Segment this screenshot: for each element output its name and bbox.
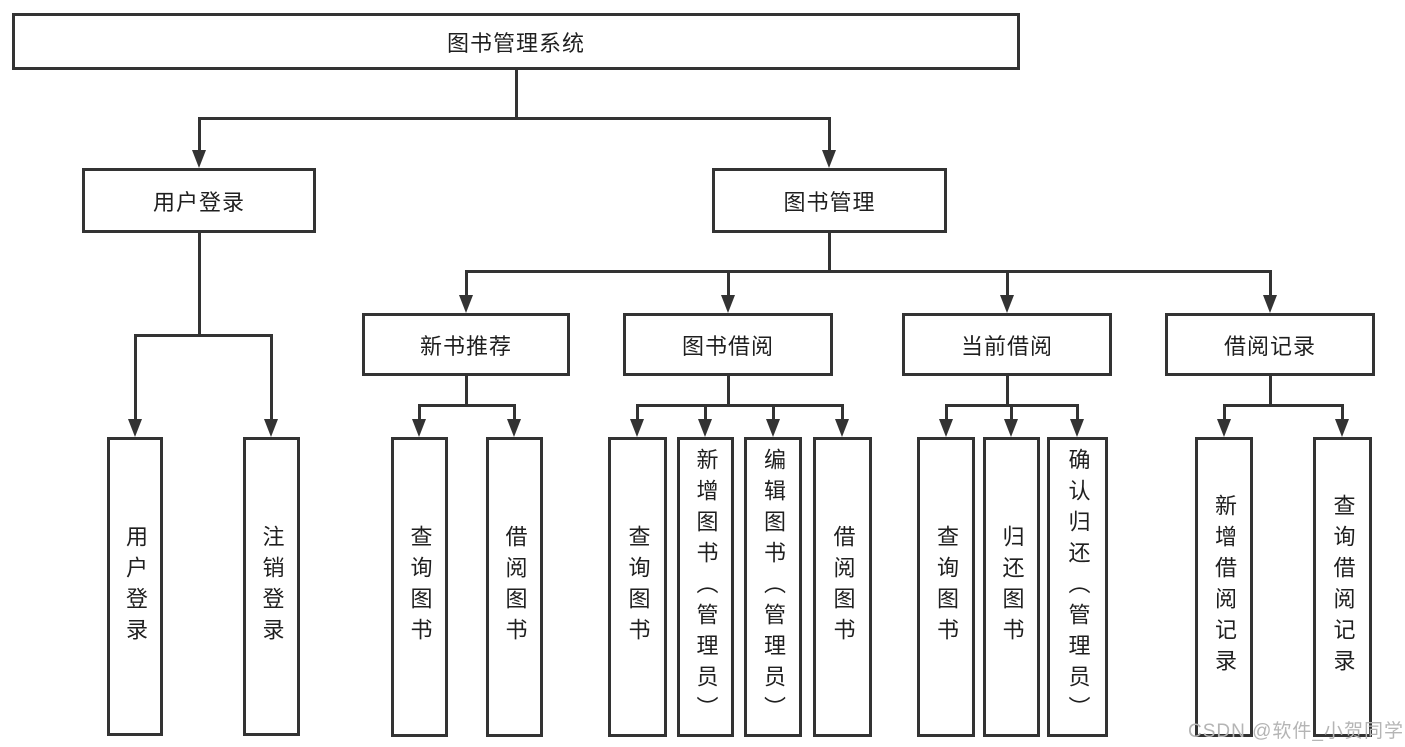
node-book-borrowing-label: 图书借阅 [681, 333, 774, 359]
arrowhead-down-icon [264, 419, 278, 437]
connector-drop-leaf [1341, 404, 1344, 421]
node-leaf-query-books-1-label: 查询图书 [407, 525, 433, 649]
connector-new-book-rail [418, 404, 515, 407]
node-current-borrowing: 当前借阅 [902, 313, 1112, 376]
node-leaf-query-books-1: 查询图书 [391, 437, 448, 737]
node-leaf-query-books-3: 查询图书 [917, 437, 975, 737]
connector-book-borrow-stem [727, 376, 730, 407]
arrowhead-down-icon [822, 150, 836, 168]
node-leaf-query-borrow-record: 查询借阅记录 [1313, 437, 1372, 737]
arrowhead-down-icon [766, 419, 780, 437]
connector-drop-leaf [636, 404, 639, 421]
node-new-book-recommend: 新书推荐 [362, 313, 570, 376]
node-leaf-add-books-admin-label: 新增图书（管理员） [693, 447, 719, 727]
node-leaf-edit-books-admin-label: 编辑图书（管理员） [761, 447, 786, 727]
node-leaf-logout: 注销登录 [243, 437, 300, 736]
arrowhead-down-icon [507, 419, 521, 437]
csdn-watermark: CSDN @软件_小贺同学 [1188, 721, 1404, 742]
connector-user-login-stem [198, 233, 201, 337]
node-leaf-add-books-admin: 新增图书（管理员） [677, 437, 734, 737]
arrowhead-down-icon [1070, 419, 1084, 437]
connector-book-mgmt-stem [828, 233, 831, 273]
arrowhead-down-icon [630, 419, 644, 437]
arrowhead-down-icon [192, 150, 206, 168]
node-borrowing-records: 借阅记录 [1165, 313, 1375, 376]
node-leaf-return-books-label: 归还图书 [999, 525, 1025, 649]
node-leaf-user-login-label: 用户登录 [123, 524, 148, 649]
node-leaf-confirm-return-admin-label: 确认归还（管理员） [1065, 447, 1091, 727]
node-library-system-label: 图书管理系统 [446, 30, 585, 56]
node-leaf-borrow-books-1: 借阅图书 [486, 437, 543, 737]
node-leaf-logout-label: 注销登录 [259, 524, 285, 649]
arrowhead-down-icon [1217, 419, 1231, 437]
arrowhead-down-icon [939, 419, 953, 437]
node-current-borrowing-label: 当前借阅 [960, 333, 1053, 359]
connector-drop-leaf [513, 404, 516, 421]
node-leaf-borrow-books-1-label: 借阅图书 [502, 525, 528, 649]
node-leaf-confirm-return-admin: 确认归还（管理员） [1047, 437, 1108, 737]
arrowhead-down-icon [1004, 419, 1018, 437]
connector-borrow-record-stem [1269, 376, 1272, 407]
arrowhead-down-icon [128, 419, 142, 437]
connector-current-borrow-stem [1006, 376, 1009, 407]
node-new-book-recommend-label: 新书推荐 [419, 333, 512, 359]
node-leaf-edit-books-admin: 编辑图书（管理员） [744, 437, 802, 737]
connector-root-stem [515, 70, 518, 120]
node-leaf-user-login: 用户登录 [107, 437, 163, 736]
node-user-login-label: 用户登录 [152, 189, 245, 215]
node-leaf-add-borrow-record-label: 新增借阅记录 [1212, 494, 1237, 680]
connector-drop-logout-leaf [270, 334, 273, 421]
node-book-management-label: 图书管理 [783, 189, 876, 215]
connector-drop-leaf [1223, 404, 1226, 421]
connector-new-book-stem [465, 376, 468, 407]
node-leaf-borrow-books-2: 借阅图书 [813, 437, 872, 737]
connector-drop-new-book [465, 270, 468, 297]
arrowhead-down-icon [721, 295, 735, 313]
node-leaf-query-books-3-label: 查询图书 [934, 525, 959, 649]
connector-drop-current-borrow [1006, 270, 1009, 297]
connector-drop-user-login [198, 117, 201, 152]
node-leaf-query-books-2-label: 查询图书 [625, 525, 651, 649]
connector-book-mgmt-rail [465, 270, 1271, 273]
arrowhead-down-icon [412, 419, 426, 437]
connector-drop-borrow-record [1269, 270, 1272, 297]
node-book-borrowing: 图书借阅 [623, 313, 833, 376]
node-user-login: 用户登录 [82, 168, 316, 233]
node-leaf-borrow-books-2-label: 借阅图书 [830, 525, 856, 649]
connector-drop-leaf [704, 404, 707, 421]
connector-drop-book-mgmt [828, 117, 831, 152]
node-library-system: 图书管理系统 [12, 13, 1020, 70]
connector-drop-leaf [1010, 404, 1013, 421]
arrowhead-down-icon [835, 419, 849, 437]
node-leaf-query-borrow-record-label: 查询借阅记录 [1330, 494, 1356, 680]
connector-drop-leaf [418, 404, 421, 421]
arrowhead-down-icon [698, 419, 712, 437]
node-book-management: 图书管理 [712, 168, 947, 233]
connector-drop-login-leaf [134, 334, 137, 421]
arrowhead-down-icon [459, 295, 473, 313]
connector-book-borrow-rail [636, 404, 843, 407]
node-leaf-query-books-2: 查询图书 [608, 437, 667, 737]
connector-root-rail [198, 117, 831, 120]
node-leaf-return-books: 归还图书 [983, 437, 1040, 737]
arrowhead-down-icon [1335, 419, 1349, 437]
connector-borrow-record-rail [1223, 404, 1343, 407]
connector-drop-leaf [841, 404, 844, 421]
connector-drop-leaf [772, 404, 775, 421]
node-leaf-add-borrow-record: 新增借阅记录 [1195, 437, 1253, 737]
node-borrowing-records-label: 借阅记录 [1223, 333, 1316, 359]
connector-drop-leaf [1076, 404, 1079, 421]
connector-drop-leaf [945, 404, 948, 421]
arrowhead-down-icon [1000, 295, 1014, 313]
connector-drop-book-borrow [727, 270, 730, 297]
arrowhead-down-icon [1263, 295, 1277, 313]
connector-user-login-rail [134, 334, 273, 337]
